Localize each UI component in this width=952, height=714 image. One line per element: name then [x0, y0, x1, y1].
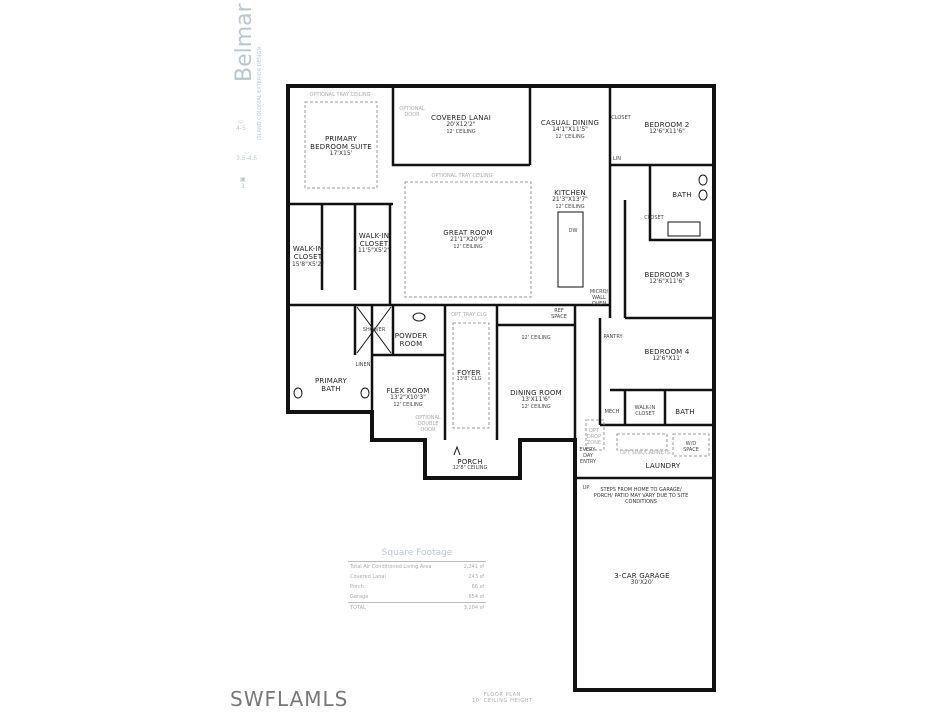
floor-plan-caption: FLOOR PLAN 10' CEILING HEIGHT — [472, 692, 533, 704]
room-dim: 21'1"X20'9" — [450, 236, 486, 243]
room-powder-room: POWDER ROOM — [394, 332, 428, 349]
room-dim: 15'8"X5'2" — [291, 261, 325, 268]
square-footage-table: Square Footage Total Air Conditioned Liv… — [348, 548, 486, 613]
tray-ceiling-note: OPTIONAL TRAY CEILING — [309, 92, 371, 98]
closet-label: CLOSET — [644, 215, 664, 221]
room-casual-dining: CASUAL DINING — [540, 119, 600, 127]
room-dim: 30'X20' — [630, 579, 654, 586]
room-bedroom-4: BEDROOM 4 — [644, 348, 690, 356]
room-dining-room: DINING ROOM — [510, 389, 562, 397]
optional-door-note: OPTIONAL DOOR — [399, 106, 425, 118]
room-great-room: GREAT ROOM — [443, 229, 493, 237]
room-bedroom-3: BEDROOM 3 — [644, 271, 690, 279]
pantry-label: PANTRY — [603, 334, 623, 340]
room-primary-bath: PRIMARY BATH — [314, 377, 348, 394]
room-dim: 20'X12'2" — [446, 121, 476, 128]
stairs-up-label: UP — [582, 485, 590, 491]
room-dim: 11'5"X5'2" — [357, 247, 391, 254]
closet-label: CLOSET — [611, 115, 631, 121]
room-kitchen: KITCHEN — [554, 189, 586, 197]
drop-zone-label: OPT DROP ZONE — [586, 428, 602, 446]
room-dim: 13'X11'6" — [521, 396, 551, 403]
garage-icon: ▣ — [240, 176, 246, 183]
linen-label: LINEN — [355, 362, 371, 368]
room-walk-in-closet-1: WALK-IN CLOSET — [292, 245, 324, 262]
fixtures — [293, 174, 708, 456]
room-garage: 3-CAR GARAGE — [614, 572, 670, 580]
room-ceiling: 12' CEILING — [446, 129, 476, 135]
room-dim: 13'2"X10'3" — [390, 394, 426, 401]
linen-label: LIN — [612, 156, 622, 162]
tray-ceiling-note: OPTIONAL TRAY CEILING — [431, 173, 493, 179]
walk-in-closet-label: WALK-IN CLOSET — [634, 405, 656, 417]
dishwasher-label: DW — [568, 228, 578, 234]
bathtub-icon: ◡ — [244, 148, 250, 155]
room-covered-lanai: COVERED LANAI — [431, 114, 491, 122]
room-bedroom-2: BEDROOM 2 — [644, 121, 690, 129]
room-ceiling: 12' CEILING — [555, 134, 585, 140]
room-primary-bedroom: PRIMARY BEDROOM SUITE — [310, 135, 372, 152]
micro-wall-oven-label: MICRO/ WALL OVEN — [589, 289, 609, 307]
wd-space-label: W/D SPACE — [683, 441, 699, 453]
spec-beds: ▭4-5 — [236, 118, 246, 132]
room-ceiling: 13'8" CLG — [456, 376, 482, 382]
room-laundry: LAUNDRY — [645, 462, 681, 470]
room-ceiling: 12' CEILING — [521, 404, 551, 410]
room-dim: 12'6"X11' — [652, 355, 682, 362]
mech-label: MECH — [604, 409, 620, 415]
interior-walls — [288, 86, 714, 480]
square-footage-title: Square Footage — [381, 548, 453, 558]
room-dim: 12'6"X11'6" — [649, 278, 685, 285]
room-walk-in-closet-2: WALK-IN CLOSET — [358, 232, 390, 249]
optional-ceiling-outlines — [304, 101, 710, 457]
room-foyer: FOYER — [457, 369, 481, 377]
ref-space-label: REF SPACE — [551, 308, 567, 320]
optional-double-door-note: OPTIONAL DOUBLE DOOR — [415, 415, 441, 433]
spec-garage: ▣3 — [240, 176, 246, 190]
room-dim: 21'3"X13'7" — [552, 196, 588, 203]
sink-cabinets-label: OPT SINK/CABINETS — [620, 450, 670, 456]
room-dim: 12'6"X11'6" — [649, 128, 685, 135]
bed-icon: ▭ — [238, 118, 244, 125]
spec-baths: ◡3.5-4.5 — [236, 148, 258, 162]
room-dim: 14'1"X11'5" — [552, 126, 588, 133]
room-ceiling: 12' CEILING — [555, 204, 585, 210]
ceiling-label: 12' CEILING — [521, 335, 551, 341]
everyday-entry-label: EVERY-DAY ENTRY — [579, 447, 597, 465]
room-ceiling: 12' CEILING — [453, 244, 483, 250]
room-bath-4: BATH — [675, 408, 695, 416]
shower-label: SHOWER — [362, 327, 386, 333]
room-ceiling: 12' CEILING — [393, 402, 423, 408]
steps-note: STEPS FROM HOME TO GARAGE/ PORCH/ PATIO … — [593, 487, 689, 505]
room-porch: PORCH — [457, 458, 483, 466]
room-bath-2: BATH — [672, 191, 692, 199]
watermark: SWFLAMLS — [230, 687, 349, 711]
room-ceiling: 12'8" CEILING — [452, 465, 488, 471]
room-dim: 17'X15' — [329, 150, 353, 157]
room-flex-room: FLEX ROOM — [386, 387, 430, 395]
tray-ceiling-note: OPT TRAY CLG — [451, 312, 487, 318]
